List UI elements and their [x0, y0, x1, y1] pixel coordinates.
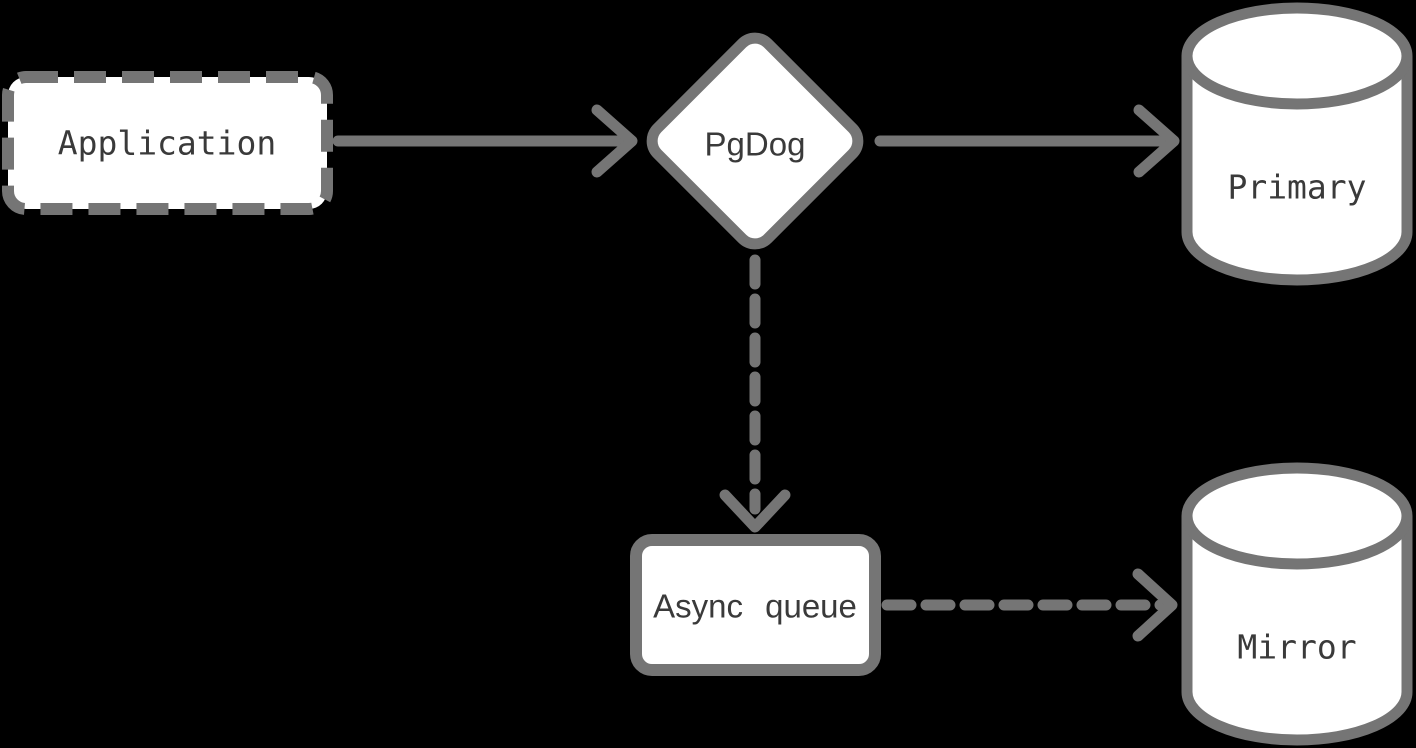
pgdog-diamond [646, 32, 864, 250]
mirror-db-node: Mirror [1181, 462, 1413, 746]
mirror-cylinder-body [1181, 516, 1413, 746]
primary-cylinder-body [1181, 56, 1413, 286]
primary-label: Primary [1227, 168, 1366, 207]
arrowhead-icon [1132, 568, 1178, 642]
async-queue-box [630, 534, 881, 676]
arrowhead-icon [719, 489, 791, 533]
edge-pgdog-to-async-queue [719, 254, 791, 533]
async-queue-node: Async queue [630, 534, 881, 676]
pgdog-node: PgDog [646, 32, 864, 250]
application-label: Application [58, 124, 277, 163]
pgdog-label: PgDog [705, 126, 806, 163]
async-queue-label: Async queue [653, 588, 857, 625]
edge-pgdog-to-primary [874, 104, 1180, 178]
primary-db-node: Primary [1181, 2, 1413, 286]
application-node: Application [2, 71, 333, 215]
primary-cylinder-top [1181, 2, 1413, 110]
arrowhead-icon [1133, 104, 1180, 178]
application-box [2, 71, 333, 215]
mirror-cylinder-top [1181, 462, 1413, 570]
arrowhead-icon [591, 104, 638, 178]
mirror-label: Mirror [1237, 628, 1356, 667]
edge-async-queue-to-mirror [881, 568, 1178, 642]
edge-application-to-pgdog [332, 104, 638, 178]
